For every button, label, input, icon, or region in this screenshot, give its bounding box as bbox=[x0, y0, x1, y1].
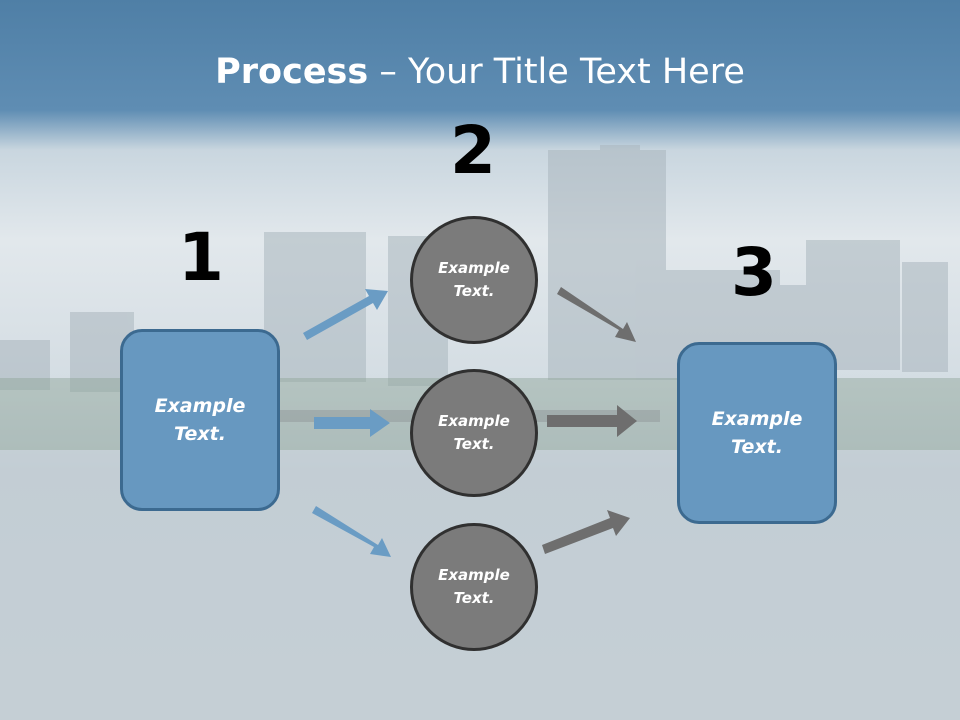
blue-arrow-up bbox=[303, 289, 388, 340]
title-bold: Process bbox=[215, 52, 369, 92]
circle-line-1: Example bbox=[438, 565, 510, 584]
blue-arrow-down bbox=[312, 506, 391, 557]
blue-arrow-middle bbox=[314, 409, 390, 437]
left-box-line-1: Example bbox=[154, 394, 246, 417]
step-number-1: 1 bbox=[178, 219, 224, 296]
slide-title: Process – Your Title Text Here bbox=[0, 52, 960, 92]
gray-arrow-down bbox=[557, 287, 636, 342]
circle-line-2: Text. bbox=[453, 435, 495, 453]
circle-line-2: Text. bbox=[453, 589, 495, 607]
step-number-3: 3 bbox=[731, 234, 777, 311]
left-box-line-2: Text. bbox=[174, 423, 226, 445]
step-number-2: 2 bbox=[450, 112, 496, 189]
right-box-line-1: Example bbox=[711, 407, 803, 430]
right-box-line-2: Text. bbox=[731, 436, 783, 458]
title-rest: – Your Title Text Here bbox=[368, 52, 745, 92]
gray-arrow-middle bbox=[547, 405, 637, 437]
circle-line-1: Example bbox=[438, 411, 510, 430]
circle-line-2: Text. bbox=[453, 282, 495, 300]
gray-arrow-up bbox=[542, 510, 630, 554]
circle-line-1: Example bbox=[438, 258, 510, 277]
